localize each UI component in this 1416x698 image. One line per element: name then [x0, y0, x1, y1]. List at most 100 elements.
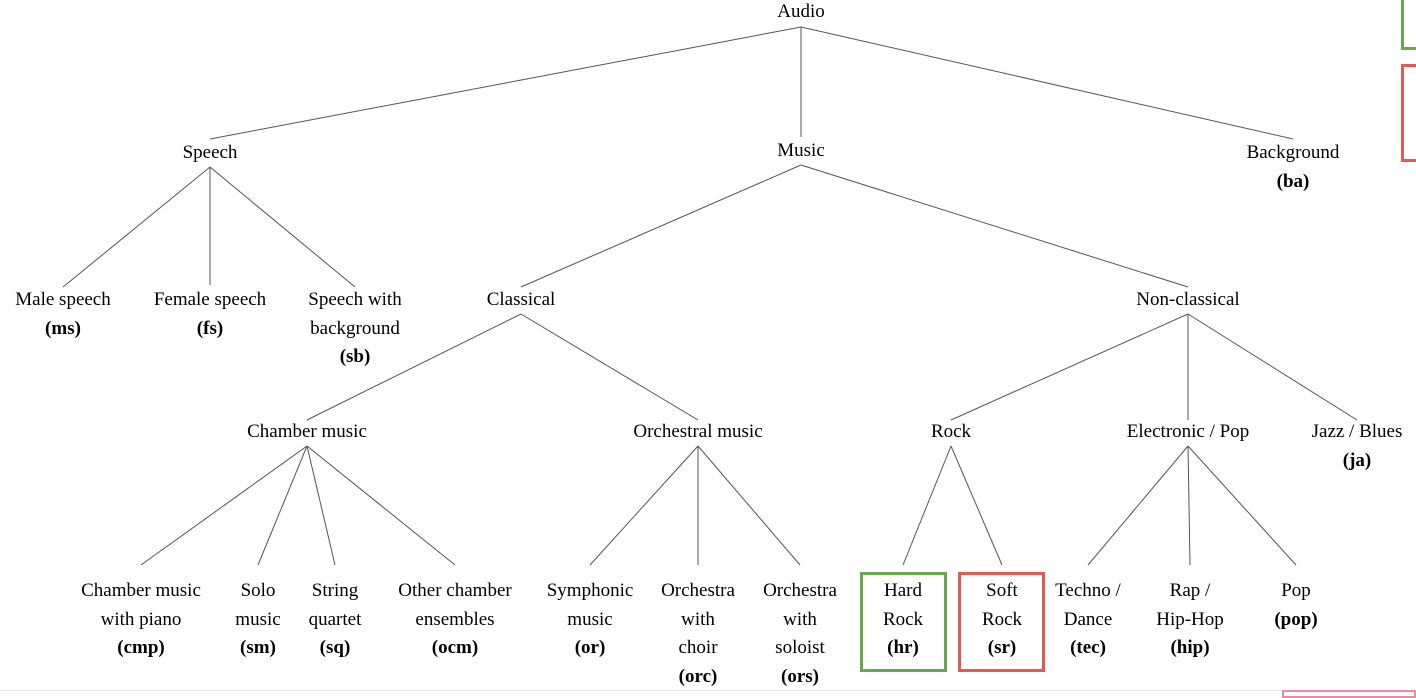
node-abbreviation: (tec) — [1070, 637, 1106, 658]
node-label: Jazz / Blues — [1311, 421, 1403, 442]
node-abbreviation: (fs) — [196, 317, 224, 339]
bottom-divider — [0, 690, 1416, 691]
node-sm: Solo music (sm) — [235, 577, 280, 663]
node-label: Rock — [981, 608, 1023, 630]
edge-rock-hr — [902, 445, 952, 566]
node-orc: Orchestra with choir (orc) — [661, 577, 735, 691]
highlight-box-sr — [958, 572, 1045, 672]
node-abbreviation: (sm) — [240, 637, 276, 658]
node-fs: Female speech (fs) — [154, 286, 266, 343]
node-label: Electronic / Pop — [1126, 421, 1250, 442]
edge-nonclassical-jazz — [1187, 313, 1358, 421]
node-label: Female speech — [153, 289, 267, 310]
edge-classical-orchestral — [520, 313, 699, 421]
edge-chamber-sm — [257, 445, 308, 566]
node-hip: Rap / Hip-Hop (hip) — [1156, 577, 1224, 663]
node-audio: Audio — [777, 0, 825, 27]
node-label: Rock — [930, 421, 972, 442]
node-label: soloist — [775, 637, 825, 658]
node-label: Chamber music — [247, 421, 367, 442]
node-jazz: Jazz / Blues (ja) — [1312, 418, 1403, 475]
node-abbreviation: (hr) — [887, 637, 919, 658]
node-orchestral: Orchestral music — [633, 418, 762, 447]
node-classical: Classical — [487, 286, 556, 315]
node-label: Chamber music — [81, 580, 201, 601]
edge-electronic-tec — [1087, 445, 1189, 566]
node-label: Background — [1246, 142, 1340, 163]
edge-rock-sr — [950, 445, 1003, 566]
node-music: Music — [777, 137, 825, 166]
node-electronic: Electronic / Pop — [1127, 418, 1249, 447]
edge-electronic-hip — [1187, 445, 1191, 566]
node-sb: Speech with background (sb) — [308, 286, 401, 372]
node-label: Soft — [986, 580, 1018, 601]
node-label: Speech with — [308, 289, 402, 310]
node-abbreviation: (sb) — [339, 346, 371, 367]
edge-chamber-cmp — [140, 445, 308, 566]
node-chamber: Chamber music — [247, 418, 367, 447]
edge-box-pink — [1282, 690, 1416, 698]
node-cmp: Chamber music with piano (cmp) — [81, 577, 201, 663]
edge-speech-sb — [209, 166, 356, 288]
edge-orchestral-ors — [697, 445, 801, 566]
edge-speech-ms — [62, 166, 211, 288]
node-abbreviation: (cmp) — [117, 637, 165, 658]
node-abbreviation: (ba) — [1276, 170, 1310, 192]
node-or: Symphonic music (or) — [547, 577, 634, 663]
node-abbreviation: (sr) — [987, 637, 1017, 658]
edge-box-red — [1401, 64, 1416, 162]
node-abbreviation: (or) — [574, 637, 606, 658]
node-label: Male speech — [15, 289, 111, 310]
node-label: Solo — [240, 580, 276, 601]
node-label: Orchestral music — [633, 421, 763, 442]
node-label: music — [235, 608, 281, 630]
node-label: Orchestra — [661, 580, 735, 601]
node-label: Symphonic — [546, 580, 634, 601]
node-label: quartet — [308, 608, 362, 630]
node-label: Other chamber — [398, 580, 512, 601]
node-label: ensembles — [415, 608, 495, 630]
node-label: Classical — [486, 289, 556, 310]
edge-music-classical — [520, 164, 802, 288]
node-label: Rock — [882, 608, 924, 630]
edge-music-nonclassical — [800, 164, 1189, 288]
node-background: Background (ba) — [1247, 139, 1340, 196]
node-abbreviation: (ors) — [781, 665, 819, 687]
node-label: Dance — [1063, 608, 1113, 630]
edge-electronic-pop — [1187, 445, 1297, 566]
node-speech: Speech — [183, 139, 238, 168]
node-label: background — [310, 317, 400, 339]
edge-classical-chamber — [306, 313, 522, 421]
node-label: Hard — [884, 580, 922, 601]
node-abbreviation: (orc) — [678, 665, 718, 687]
node-abbreviation: (ocm) — [431, 637, 479, 658]
node-abbreviation: (pop) — [1274, 608, 1318, 630]
edge-nonclassical-rock — [950, 313, 1189, 421]
node-label: with — [681, 608, 715, 630]
edge-chamber-sq — [306, 445, 336, 566]
node-label: Speech — [182, 142, 238, 163]
node-label: Orchestra — [763, 580, 837, 601]
highlight-box-hr — [860, 572, 947, 672]
node-label: Rap / — [1169, 580, 1211, 601]
node-label: Non-classical — [1136, 289, 1240, 310]
node-label: choir — [678, 637, 718, 658]
node-abbreviation: (ja) — [1342, 449, 1372, 471]
node-pop: Pop (pop) — [1274, 577, 1317, 634]
node-label: with piano — [100, 608, 182, 630]
node-label: Music — [777, 140, 825, 161]
node-label: Hip-Hop — [1156, 608, 1224, 630]
node-label: Techno / — [1055, 580, 1121, 601]
edge-audio-speech — [209, 26, 802, 140]
node-label: music — [567, 608, 613, 630]
node-ms: Male speech(ms) — [15, 286, 110, 343]
node-abbreviation: (hip) — [1170, 637, 1210, 658]
node-label: String — [311, 580, 359, 601]
node-ocm: Other chamber ensembles (ocm) — [398, 577, 511, 663]
node-label: Pop — [1281, 580, 1311, 601]
